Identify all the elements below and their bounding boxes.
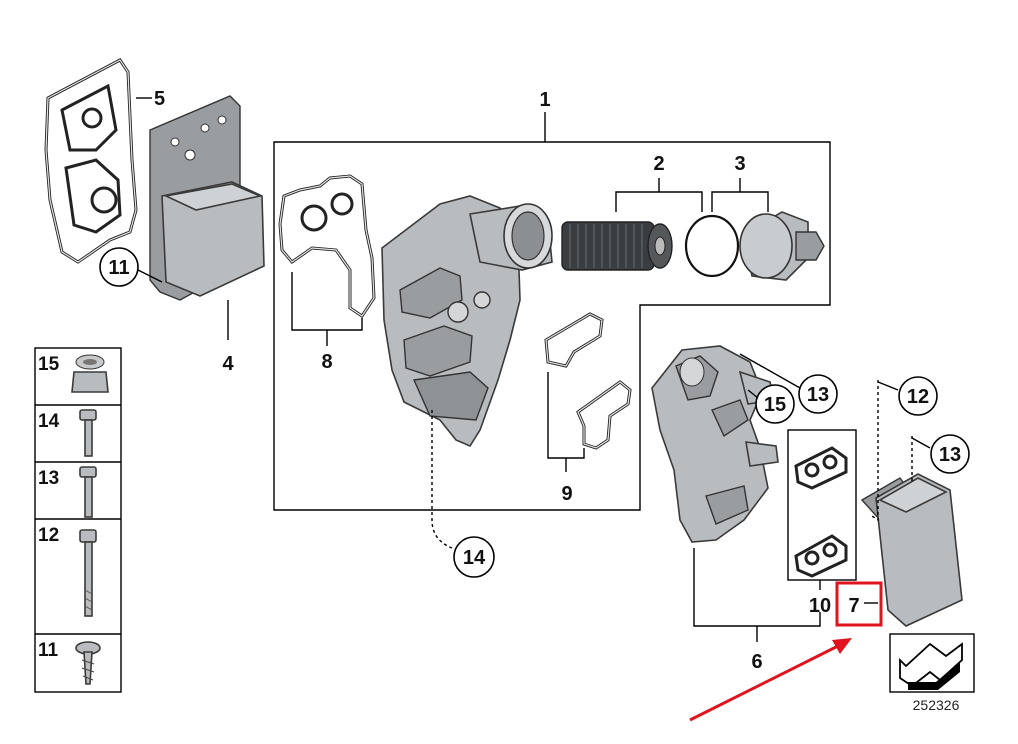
part-4-oil-cooler — [149, 95, 265, 340]
label-13a: 13 — [807, 384, 829, 406]
label-10: 10 — [809, 595, 831, 617]
callout-13b — [911, 434, 970, 474]
label-6: 6 — [751, 651, 762, 673]
part-10-gaskets — [787, 429, 857, 590]
screw-11-icon — [75, 641, 101, 685]
callout-12 — [877, 376, 938, 416]
callout-15 — [747, 384, 795, 424]
label-3: 3 — [734, 153, 745, 175]
bolt-12-icon — [79, 529, 97, 617]
label-15: 15 — [764, 394, 786, 416]
part-7-oil-cooler — [860, 380, 963, 627]
part-6-housing — [651, 345, 821, 642]
fastener-table — [34, 347, 122, 693]
figure-reference-box — [889, 633, 975, 693]
part-7-highlight-box — [835, 581, 883, 627]
part-5-gasket — [44, 58, 152, 264]
part-9-gaskets — [544, 312, 632, 472]
sidebar-12: 12 — [38, 525, 59, 546]
nut-15-icon — [71, 354, 109, 393]
callout-11 — [99, 247, 163, 287]
bolt-14-icon — [79, 409, 97, 457]
label-1: 1 — [539, 89, 550, 111]
callout-13a — [739, 353, 838, 414]
label-7: 7 — [848, 595, 859, 617]
label-8: 8 — [321, 351, 332, 373]
label-9: 9 — [561, 483, 572, 505]
red-arrow — [689, 638, 852, 722]
sidebar-11: 11 — [38, 640, 59, 661]
label-4: 4 — [222, 353, 234, 375]
label-5: 5 — [154, 88, 165, 110]
sidebar-13: 13 — [38, 468, 59, 489]
oil-filter-housing — [381, 195, 553, 549]
label-11: 11 — [108, 257, 129, 279]
label-12: 12 — [907, 386, 929, 408]
label-14: 14 — [463, 547, 486, 569]
callout-14 — [453, 536, 495, 578]
label-2: 2 — [653, 153, 664, 175]
label-13b: 13 — [939, 444, 961, 466]
figure-number: 252326 — [913, 697, 960, 713]
part-2-filter-element — [561, 178, 740, 278]
sidebar-14: 14 — [38, 411, 60, 432]
bolt-13-icon — [79, 466, 97, 518]
sidebar-15: 15 — [38, 354, 60, 375]
part-3-filter-cap — [711, 178, 825, 281]
assembly-1-frame — [273, 112, 831, 511]
part-8-gasket — [278, 174, 376, 346]
